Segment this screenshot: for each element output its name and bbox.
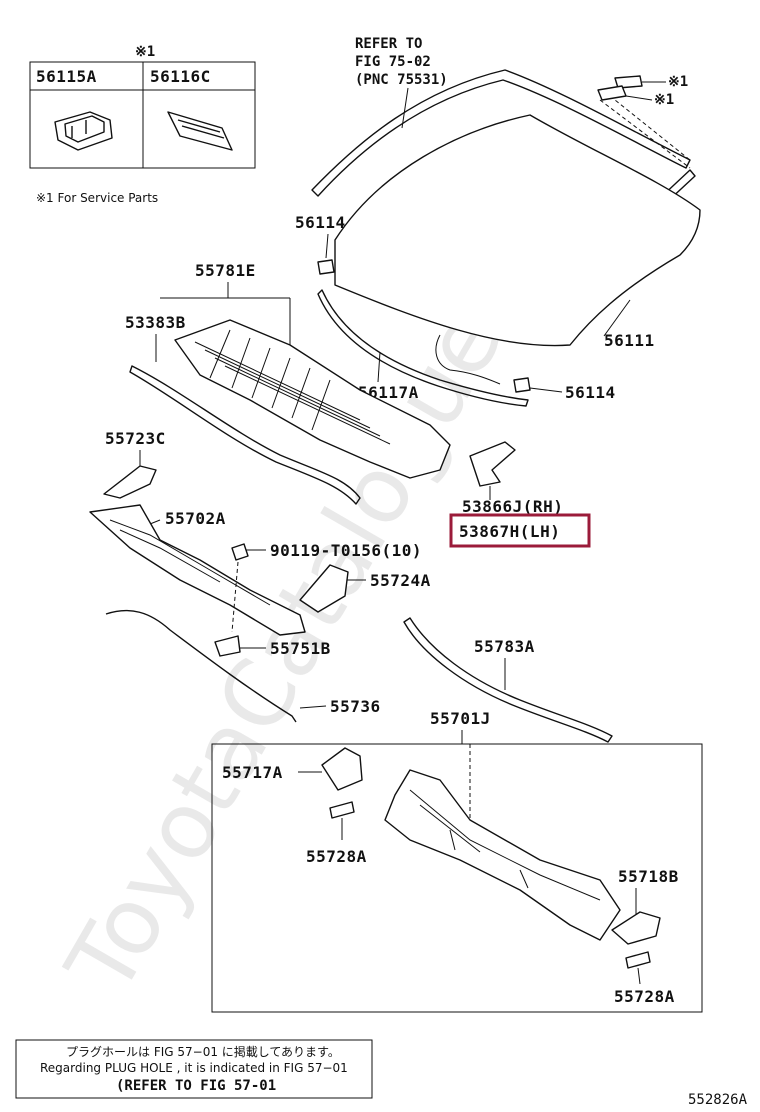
part-number-55702A[interactable]: 55702A [165, 509, 226, 528]
part-number-55701J[interactable]: 55701J [430, 709, 491, 728]
part-number-56111[interactable]: 56111 [604, 331, 655, 350]
cowl-inner-group: 55723C 55702A 90119-T0156(10) 55724A 557… [89, 429, 613, 743]
cowl-side-bracket [469, 441, 516, 487]
lower-molding [317, 289, 529, 407]
windshield-molding [311, 69, 691, 197]
rod-55736 [105, 609, 297, 723]
part-number-55723C[interactable]: 55723C [105, 429, 166, 448]
service-mark-clip-1: ※1 [668, 74, 688, 90]
part-number-55751B[interactable]: 55751B [270, 639, 331, 658]
clip-top-2 [597, 85, 627, 101]
part-number-56116C[interactable]: 56116C [150, 67, 211, 86]
clip-top-1 [614, 75, 643, 89]
bracket-55717A [321, 747, 363, 791]
pad-55728A-right [625, 951, 651, 969]
windshield-glass [334, 114, 701, 347]
bracket-55718B [611, 911, 661, 945]
part-number-56114-top[interactable]: 56114 [295, 213, 346, 232]
clip-56114-bottom [513, 377, 531, 393]
part-number-55781E[interactable]: 55781E [195, 261, 256, 280]
part-number-55728A-left[interactable]: 55728A [306, 847, 367, 866]
part-number-55736[interactable]: 55736 [330, 697, 381, 716]
pad-55728A-left [329, 801, 355, 819]
plug-note-ref: (REFER TO FIG 57-01 [116, 1078, 276, 1094]
seal-55783A [403, 617, 613, 743]
plug-note-en: Regarding PLUG HOLE , it is indicated in… [40, 1061, 348, 1075]
highlight-53867H [449, 513, 591, 548]
part-number-53383B[interactable]: 53383B [125, 313, 186, 332]
refer-line-1: REFER TO [355, 36, 422, 52]
service-mark-label: ※1 [135, 44, 155, 60]
part-number-55783A[interactable]: 55783A [474, 637, 535, 656]
cowl-panel-55701J [384, 769, 621, 941]
part-number-56115A[interactable]: 56115A [36, 67, 97, 86]
service-mark-clip-2: ※1 [654, 92, 674, 108]
service-parts-inset: ※1 56115A 56116C ※1 For Service Parts [29, 44, 256, 205]
refer-line-2: FIG 75-02 [355, 54, 431, 70]
cowl-louvre-panel [174, 319, 451, 479]
plug-hole-note: プラグホールは FIG 57−01 に掲載してあります。 Regarding P… [15, 1039, 373, 1099]
cowl-seal-53383B [129, 365, 361, 505]
refer-line-3: (PNC 75531) [355, 72, 448, 88]
part-number-55717A[interactable]: 55717A [222, 763, 283, 782]
bracket-55723C [103, 465, 157, 499]
grommet-55751B [214, 635, 241, 657]
plug-note-jp: プラグホールは FIG 57−01 に掲載してあります。 [66, 1044, 340, 1059]
cowl-top-group: 55781E 53383B 53866J(RH) 53867H(LH) [125, 261, 591, 548]
part-number-55724A[interactable]: 55724A [370, 571, 431, 590]
bracket-55724A [299, 564, 349, 613]
figure-code: 552826A [688, 1092, 748, 1108]
part-number-90119[interactable]: 90119-T0156(10) [270, 541, 422, 560]
bolt-90119 [231, 543, 249, 561]
part-number-55728A-right[interactable]: 55728A [614, 987, 675, 1006]
part-number-56114-bottom[interactable]: 56114 [565, 383, 616, 402]
windshield-group: REFER TO FIG 75-02 (PNC 75531) ※1 ※1 561… [295, 36, 701, 407]
cowl-panel-subassembly: 55701J 55717A 55728A 55718B 55728A [211, 709, 703, 1013]
pad-56116C-drawing [167, 111, 233, 151]
clip-56115A-drawing [54, 111, 113, 151]
service-parts-note: ※1 For Service Parts [36, 191, 158, 205]
clip-56114-top [317, 259, 335, 275]
part-number-55718B[interactable]: 55718B [618, 867, 679, 886]
part-number-53867H-LH[interactable]: 53867H(LH) [459, 522, 560, 541]
part-number-53866J-RH[interactable]: 53866J(RH) [462, 497, 563, 516]
cowl-inner-55702A [89, 504, 306, 636]
